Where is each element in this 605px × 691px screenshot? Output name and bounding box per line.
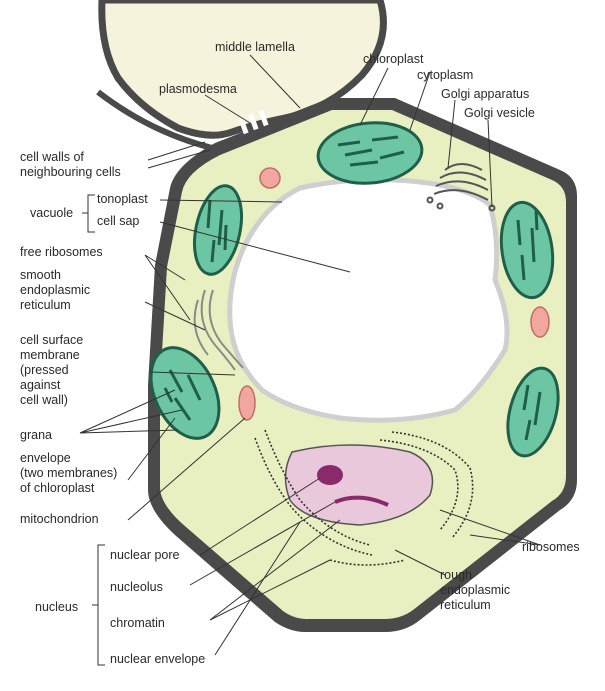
- label-vacuole: vacuole: [30, 206, 73, 221]
- label-plasmodesma: plasmodesma: [159, 82, 237, 97]
- label-rough-er: rough endoplasmic reticulum: [440, 568, 510, 613]
- vacuole: [230, 180, 507, 421]
- label-nucleolus: nucleolus: [110, 580, 163, 595]
- label-nuclear-envelope: nuclear envelope: [110, 652, 205, 667]
- label-envelope: envelope (two membranes) of chloroplast: [20, 451, 117, 496]
- label-chloroplast: chloroplast: [363, 52, 423, 67]
- label-cytoplasm: cytoplasm: [417, 68, 473, 83]
- label-nuclear-pore: nuclear pore: [110, 548, 180, 563]
- label-ribosomes: ribosomes: [522, 540, 580, 555]
- label-golgi-apparatus: Golgi apparatus: [441, 87, 529, 102]
- label-cell-sap: cell sap: [97, 214, 139, 229]
- label-cell-walls: cell walls of neighbouring cells: [20, 150, 121, 180]
- label-middle-lamella: middle lamella: [215, 40, 295, 55]
- label-golgi-vesicle: Golgi vesicle: [464, 106, 535, 121]
- label-free-ribosomes: free ribosomes: [20, 245, 103, 260]
- label-chromatin: chromatin: [110, 616, 165, 631]
- label-smooth-er: smooth endoplasmic reticulum: [20, 268, 90, 313]
- label-nucleus: nucleus: [35, 600, 78, 615]
- label-tonoplast: tonoplast: [97, 192, 148, 207]
- label-grana: grana: [20, 428, 52, 443]
- label-cell-surface-membrane: cell surface membrane (pressed against c…: [20, 333, 83, 408]
- label-mitochondrion: mitochondrion: [20, 512, 99, 527]
